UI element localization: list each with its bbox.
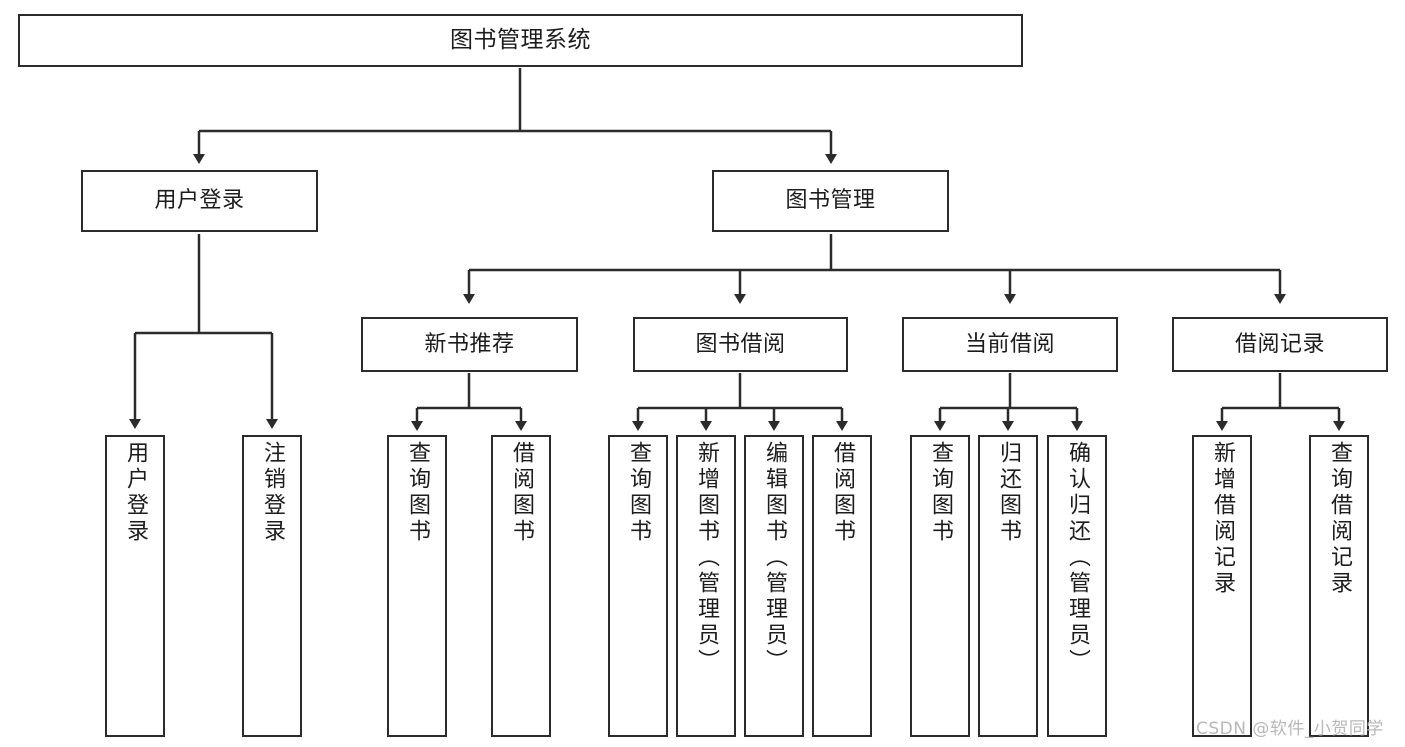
node-leaf-user-login-label: 用户登录	[122, 441, 148, 545]
node-leaf-add-book-label: 新增图书（管理员）	[693, 441, 719, 675]
node-leaf-confirm-return-label: 确认归还（管理员）	[1064, 441, 1090, 675]
node-leaf-add-book[interactable]: 新增图书（管理员）	[676, 435, 736, 737]
node-leaf-borrow-book-2[interactable]: 借阅图书	[812, 435, 872, 737]
node-leaf-borrow-book-1[interactable]: 借阅图书	[491, 435, 551, 737]
node-borrow-record[interactable]: 借阅记录	[1172, 317, 1388, 372]
node-book-borrow[interactable]: 图书借阅	[633, 317, 848, 372]
node-borrow-record-label: 借阅记录	[1234, 331, 1325, 357]
node-new-book-recommend[interactable]: 新书推荐	[361, 317, 578, 372]
node-leaf-logout-login-label: 注销登录	[259, 441, 285, 545]
csdn-watermark: CSDN @软件_小贺同学	[1196, 719, 1384, 739]
node-root[interactable]: 图书管理系统	[18, 14, 1023, 67]
node-leaf-borrow-book-2-label: 借阅图书	[829, 441, 855, 545]
node-book-management-label: 图书管理	[785, 188, 876, 214]
node-leaf-confirm-return[interactable]: 确认归还（管理员）	[1047, 435, 1107, 737]
node-leaf-edit-book[interactable]: 编辑图书（管理员）	[744, 435, 804, 737]
node-leaf-query-book-1[interactable]: 查询图书	[387, 435, 447, 737]
node-leaf-query-book-3-label: 查询图书	[927, 441, 953, 545]
node-leaf-user-login[interactable]: 用户登录	[105, 435, 165, 737]
node-leaf-return-book-label: 归还图书	[995, 441, 1021, 545]
node-leaf-query-book-1-label: 查询图书	[404, 441, 430, 545]
node-leaf-logout-login[interactable]: 注销登录	[242, 435, 302, 737]
node-leaf-return-book[interactable]: 归还图书	[978, 435, 1038, 737]
node-book-borrow-label: 图书借阅	[695, 331, 786, 357]
node-user-login[interactable]: 用户登录	[81, 170, 318, 232]
node-root-label: 图书管理系统	[450, 26, 591, 53]
node-current-borrow[interactable]: 当前借阅	[902, 317, 1118, 372]
node-new-book-recommend-label: 新书推荐	[424, 331, 515, 357]
node-leaf-add-record-label: 新增借阅记录	[1209, 441, 1235, 597]
node-leaf-edit-book-label: 编辑图书（管理员）	[761, 441, 787, 675]
node-leaf-query-book-2-label: 查询图书	[625, 441, 651, 545]
node-book-management[interactable]: 图书管理	[712, 170, 949, 232]
node-leaf-query-record-label: 查询借阅记录	[1326, 441, 1352, 597]
node-leaf-add-record[interactable]: 新增借阅记录	[1192, 435, 1252, 737]
node-current-borrow-label: 当前借阅	[964, 331, 1055, 357]
node-leaf-borrow-book-1-label: 借阅图书	[508, 441, 534, 545]
node-leaf-query-record[interactable]: 查询借阅记录	[1309, 435, 1369, 737]
node-user-login-label: 用户登录	[154, 188, 245, 214]
node-leaf-query-book-2[interactable]: 查询图书	[608, 435, 668, 737]
node-leaf-query-book-3[interactable]: 查询图书	[910, 435, 970, 737]
